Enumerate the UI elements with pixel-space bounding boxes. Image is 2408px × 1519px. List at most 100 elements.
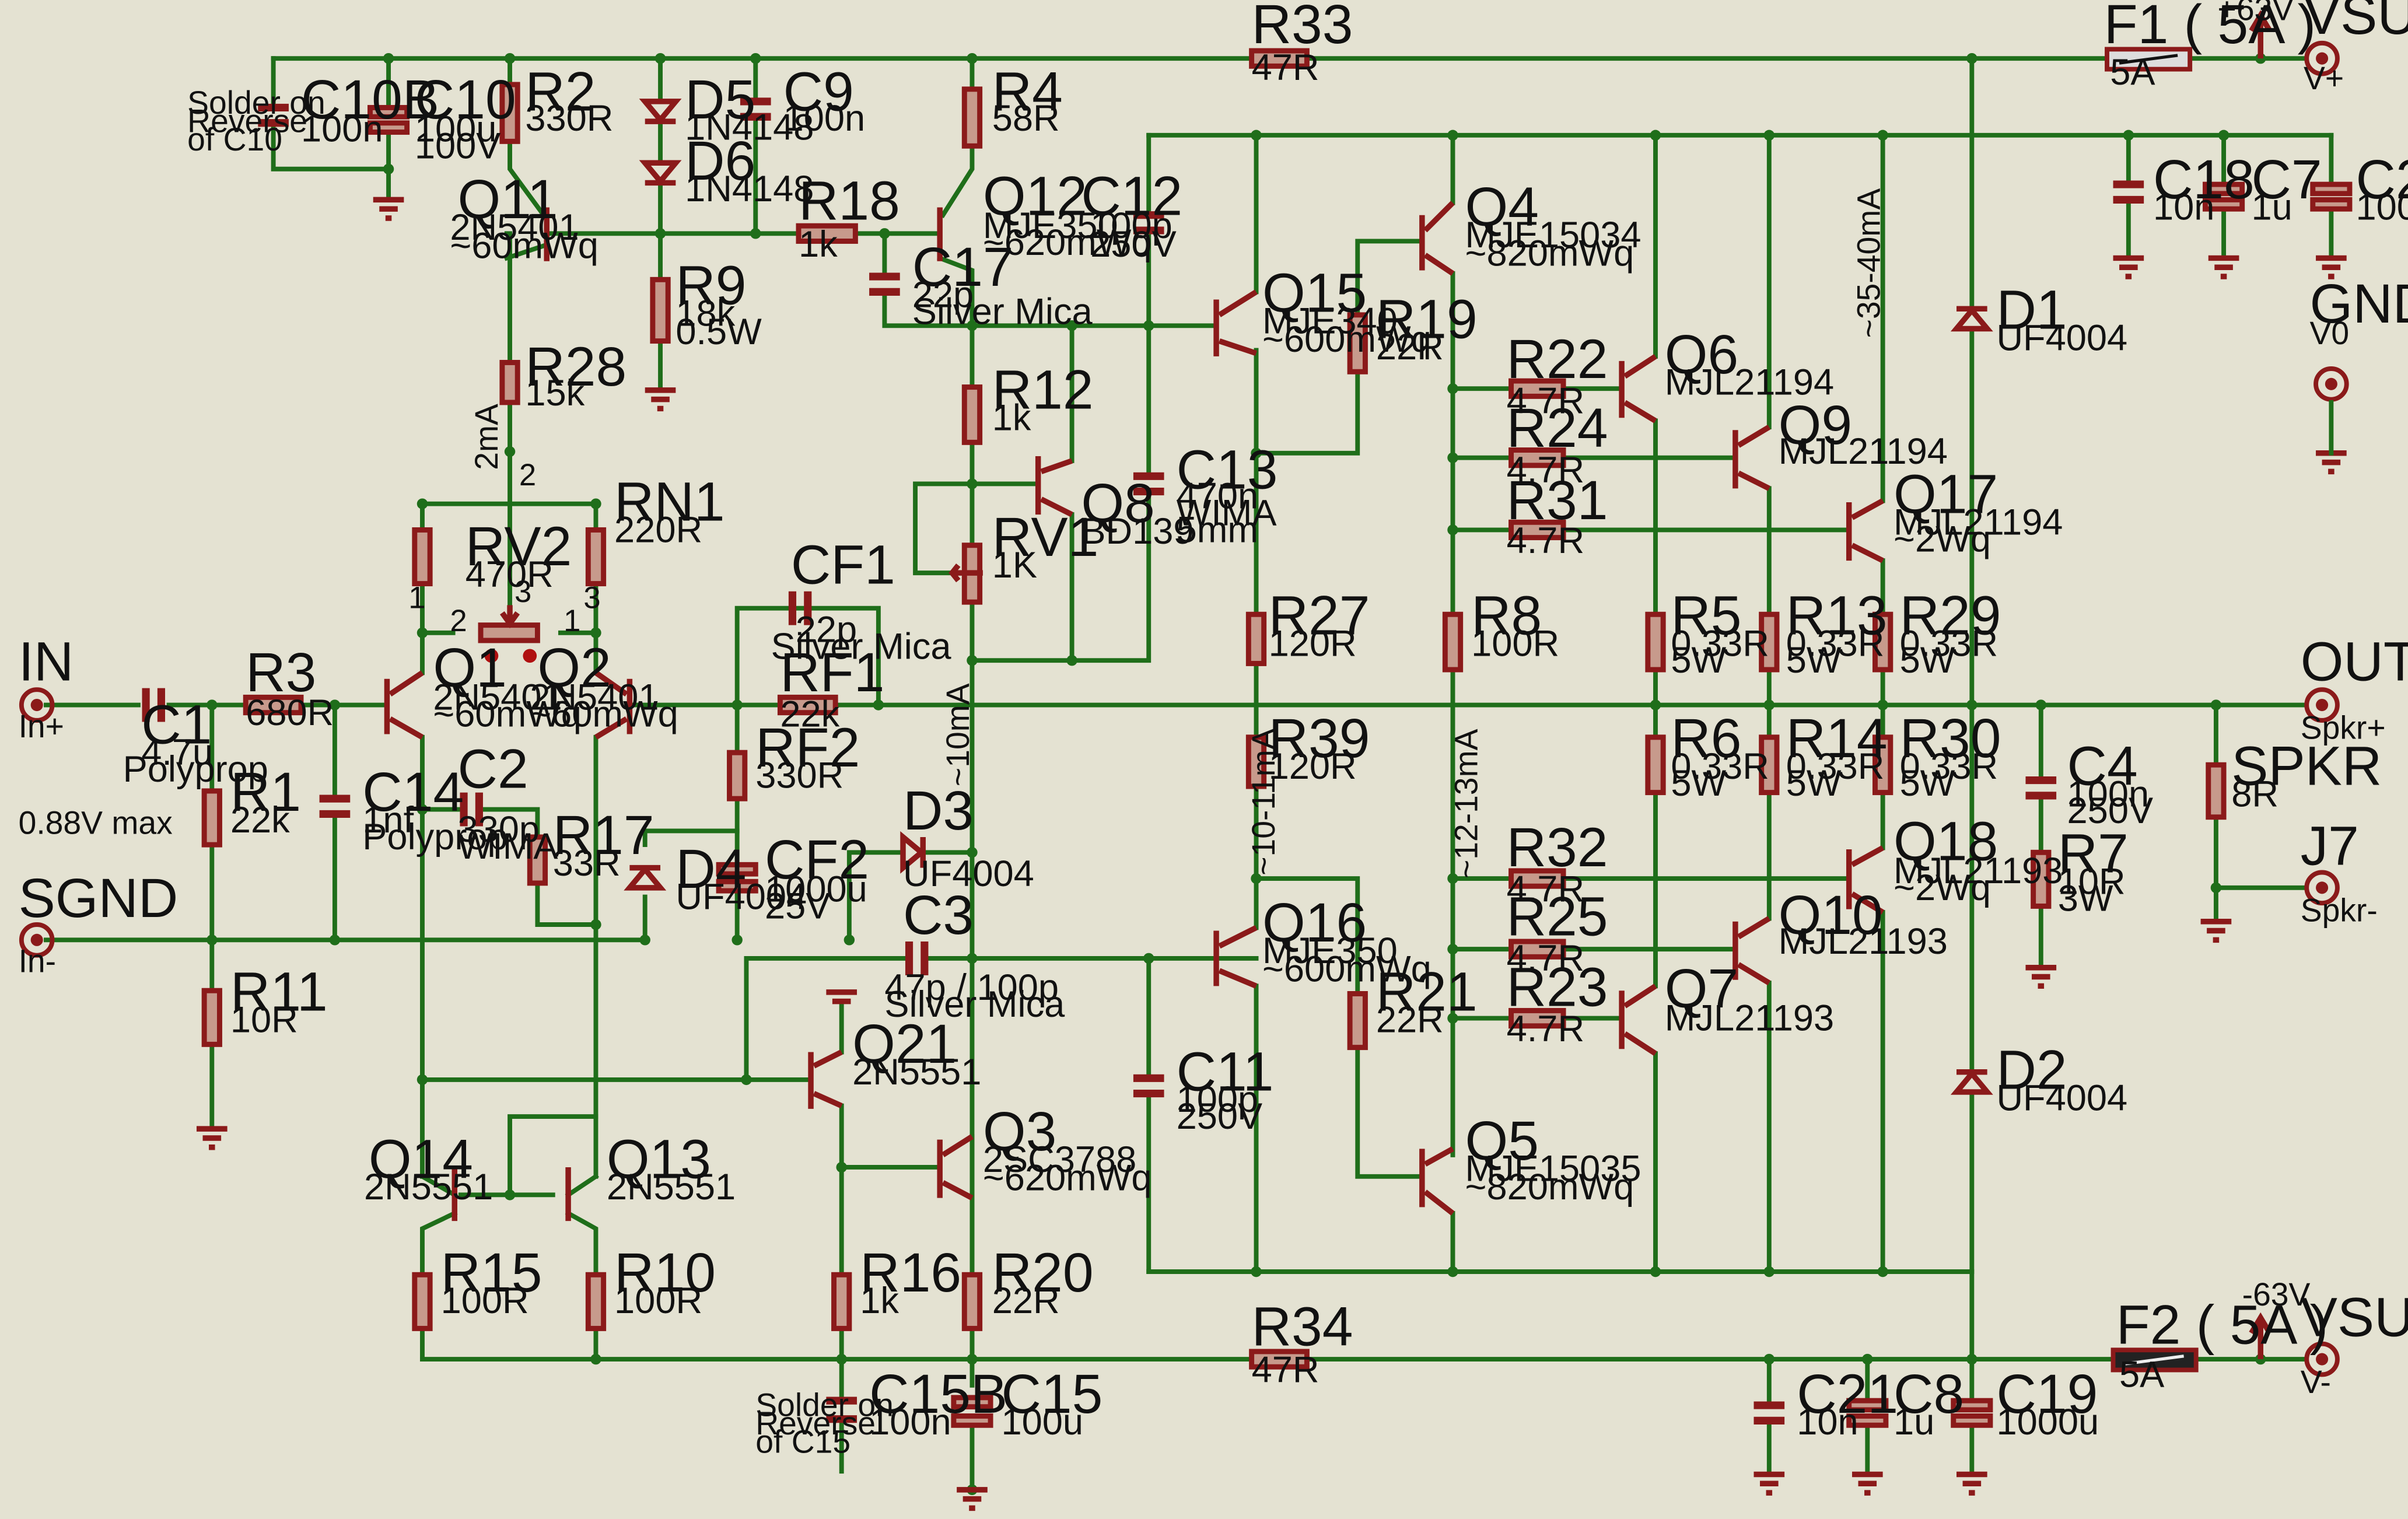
label-R24: R24: [1507, 397, 1608, 459]
label-R32: R32: [1507, 817, 1608, 878]
label-D1: D1: [1996, 279, 2067, 341]
value-Q13: 2N5551: [607, 1167, 736, 1208]
capacitor-plates: [142, 97, 2144, 1424]
value2-C17: Silver Mica: [912, 292, 1093, 332]
value-R31: 4.7R: [1507, 520, 1584, 561]
value2-C3: Silver Mica: [884, 984, 1065, 1025]
value-D5: 1N4148: [685, 107, 814, 148]
value-Q3: 2SC3788: [983, 1139, 1136, 1180]
port-vsup-minus: VSUP-: [2301, 1287, 2408, 1349]
value-R9: 18k: [676, 293, 735, 334]
label-RF1: RF1: [780, 642, 884, 704]
value2-Q16: ~600mWq: [1262, 949, 1432, 989]
port-in-pin: In+: [19, 708, 64, 744]
label-R29: R29: [1900, 584, 2001, 646]
value-R7: 10R: [2058, 861, 2126, 902]
value-C7: 1u: [2251, 187, 2292, 228]
label-C10: C10: [415, 69, 516, 131]
label-C13: C13: [1177, 439, 1278, 501]
value2-C2: WIMA: [458, 826, 559, 867]
value-Q6: MJL21194: [1665, 362, 1834, 403]
value-Q1: 2N5401: [433, 677, 562, 718]
label-R6: R6: [1671, 708, 1741, 769]
label-D6: D6: [685, 130, 755, 192]
value-R4: 58R: [992, 98, 1060, 139]
label-C2: C2: [458, 738, 528, 800]
value-Q8: BD139: [1081, 511, 1194, 552]
value-C17: 22p: [912, 275, 974, 316]
label-Q10: Q10: [1779, 884, 1883, 946]
value-Q12: MJE350: [983, 205, 1118, 246]
value2-C12: 250V: [1090, 224, 1177, 265]
value-R18: 1k: [799, 224, 838, 265]
value-R12: 1k: [992, 397, 1031, 438]
value-D3: UF4004: [903, 853, 1034, 894]
label-C11: C11: [1177, 1041, 1274, 1102]
label-RV1: RV1: [992, 506, 1099, 568]
label-R30: R30: [1900, 708, 2001, 769]
value-R16: 1k: [860, 1280, 899, 1321]
value-R6: 0.33R: [1671, 746, 1769, 787]
electrolytic-caps: [367, 104, 2353, 1428]
value-R10: 100R: [614, 1280, 702, 1321]
label-C8: C8: [1894, 1363, 1964, 1425]
label-R31: R31: [1507, 470, 1608, 531]
value-RF2: 330R: [755, 755, 844, 796]
value2-Q17: ~2Wq: [1894, 519, 1991, 559]
label-F1: F1 ( 5A ): [2104, 0, 2316, 55]
label-Q12: Q12: [983, 166, 1087, 228]
value-R28: 15k: [525, 373, 584, 414]
pin-2-rv2: 2: [450, 604, 467, 638]
note-c10-1: Solder on: [187, 85, 326, 121]
fuses: [2105, 47, 2199, 1373]
label-R5: R5: [1671, 584, 1741, 646]
note-35-40ma: ~35-40mA: [1850, 188, 1887, 338]
label-R16: R16: [860, 1242, 961, 1304]
value-R15: 100R: [441, 1280, 529, 1321]
value-C10B: 100n: [301, 108, 383, 149]
value-R13: 0.33R: [1786, 623, 1885, 664]
label-R39: R39: [1269, 708, 1370, 769]
label-Q16: Q16: [1262, 892, 1367, 954]
value2-R13: 5W: [1786, 640, 1842, 681]
label-R23: R23: [1507, 957, 1608, 1019]
note-plus63: +63V: [2218, 0, 2294, 27]
label-C9: C9: [783, 61, 854, 123]
label-RN1: RN1: [614, 471, 725, 533]
rv2-wiper: [484, 564, 983, 663]
label-R3: R3: [246, 642, 316, 704]
label-C20: C20: [2356, 149, 2408, 211]
value-C10: 100u: [415, 108, 497, 149]
value-C1: 4.7u: [141, 732, 213, 773]
value-RV2: 470R: [466, 554, 554, 595]
label-C4: C4: [2067, 735, 2138, 797]
label-R21: R21: [1376, 961, 1478, 1023]
value-R32: 4.7R: [1507, 869, 1584, 910]
value-C8: 1u: [1894, 1402, 1934, 1443]
label-RF2: RF2: [755, 717, 860, 779]
value-C18: 10n: [2153, 187, 2214, 228]
value-C14: 1nf: [362, 800, 414, 841]
value-R8: 100R: [1471, 623, 1559, 664]
value2-Q11: ~60mWq: [450, 225, 598, 266]
value-C3: 47p / 100p: [884, 967, 1059, 1008]
value-C11: 100p: [1177, 1079, 1259, 1120]
value2-C14: Polyprop: [362, 817, 508, 858]
label-C10B: C10B: [301, 69, 439, 131]
port-vsup-plus: VSUP+: [2304, 0, 2408, 46]
label-Q5: Q5: [1465, 1110, 1539, 1172]
value2-Q2: ~60mWq: [530, 694, 678, 734]
label-R33: R33: [1252, 0, 1353, 55]
value2-C4: 250V: [2067, 790, 2154, 831]
label-C15B: C15B: [869, 1363, 1007, 1425]
port-vsup-plus-pin: V+: [2304, 60, 2344, 96]
value-R29: 0.33R: [1900, 623, 1999, 664]
diodes: [624, 99, 1993, 1095]
label-R13: R13: [1786, 584, 1888, 646]
value-CF2: 1000u: [765, 869, 867, 910]
label-R25: R25: [1507, 886, 1608, 947]
value-R1: 22k: [230, 800, 290, 841]
label-C3: C3: [903, 884, 974, 946]
note-10ma: ~10mA: [940, 683, 976, 786]
